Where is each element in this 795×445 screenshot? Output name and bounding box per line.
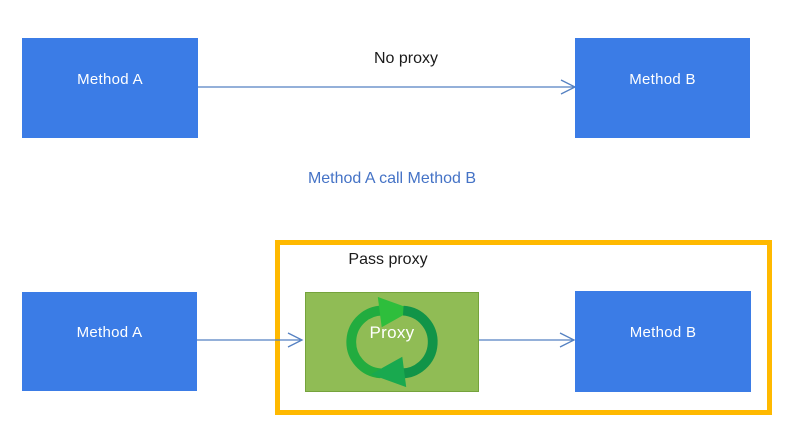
arrow-right-icon <box>197 332 304 348</box>
arrow-right-icon <box>198 79 577 95</box>
method-b-label-bottom: Method B <box>629 324 697 341</box>
sync-cycle-arrows-icon <box>346 296 438 388</box>
method-b-box-top: Method B <box>575 38 750 138</box>
method-a-box-bottom: Method A <box>22 292 197 391</box>
proxy-box: Proxy <box>305 292 479 392</box>
pass-proxy-container <box>275 240 772 415</box>
method-b-label-top: Method B <box>629 70 696 88</box>
method-b-box-bottom: Method B <box>575 291 751 392</box>
method-a-box-top: Method A <box>22 38 198 138</box>
no-proxy-arrow-label: No proxy <box>373 50 439 67</box>
method-a-label-top: Method A <box>77 70 143 88</box>
pass-proxy-label: Pass proxy <box>348 251 428 268</box>
arrow-right-icon <box>479 332 576 348</box>
proxy-label: Proxy <box>369 323 415 342</box>
method-a-label-bottom: Method A <box>76 324 143 341</box>
diagram-caption: Method A call Method B <box>307 170 477 187</box>
